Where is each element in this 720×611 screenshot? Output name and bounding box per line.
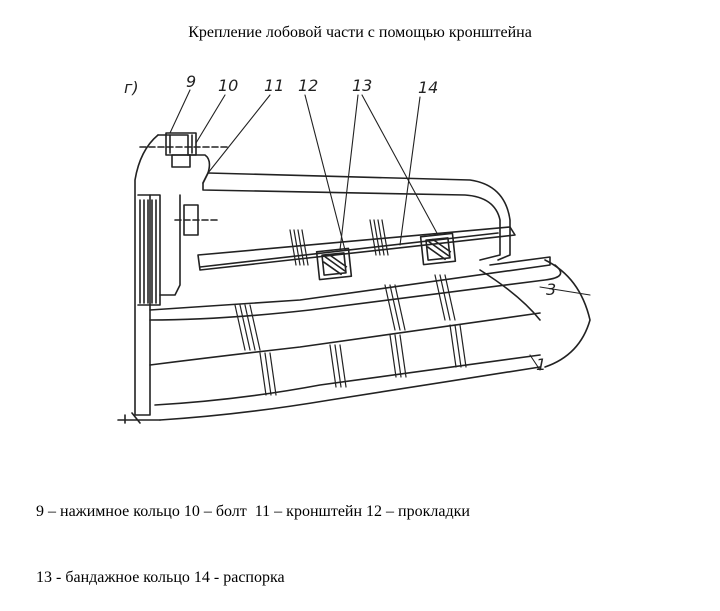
callout-1: 1 [536, 355, 546, 374]
pressure-ring [117, 134, 189, 424]
callout-10: 10 [218, 76, 238, 95]
callout-14: 14 [418, 78, 438, 97]
bolt [139, 132, 231, 236]
technical-drawing: г) 9 10 11 12 13 14 3 1 [117, 72, 591, 424]
spacer [197, 226, 516, 271]
caption-line-2: 13 - бандажное кольцо 14 - распорка [36, 569, 285, 586]
legend-caption: 9 – нажимное кольцо 10 – болт 11 – кронш… [36, 457, 470, 611]
gaskets [315, 232, 457, 281]
bracket [187, 154, 511, 261]
page-title: Крепление лобовой части с помощью кроншт… [188, 24, 532, 41]
winding-bars [149, 256, 591, 421]
callout-11: 11 [264, 76, 284, 95]
view-label: г) [124, 78, 139, 97]
callout-12: 12 [298, 76, 318, 95]
callout-13: 13 [352, 76, 372, 95]
leader-lines [169, 89, 591, 371]
callout-3: 3 [546, 280, 556, 299]
caption-line-1: 9 – нажимное кольцо 10 – болт 11 – кронш… [36, 503, 470, 520]
banding-rings [234, 219, 467, 396]
callout-9: 9 [186, 72, 196, 91]
